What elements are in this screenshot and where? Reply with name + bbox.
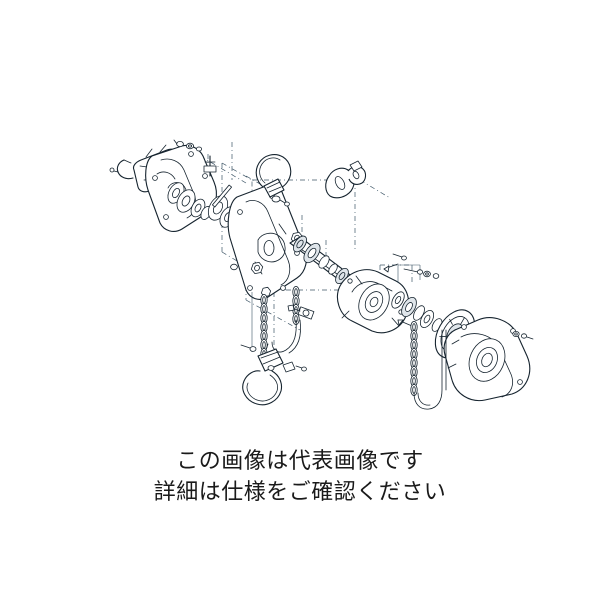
caption-line-1: この画像は代表画像です (176, 449, 424, 474)
load-chain (251, 285, 301, 361)
bolts-far-right (512, 330, 534, 340)
bolts-upper-left (173, 139, 202, 152)
top-hook-assembly (255, 154, 292, 207)
assembly-arrows (383, 263, 421, 327)
representative-image-caption: この画像は代表画像です 詳細は仕様をご確認ください (0, 446, 600, 508)
load-sheave (336, 269, 410, 334)
brake-disc-set (167, 182, 212, 220)
small-loose-parts (203, 155, 315, 320)
bottom-hook-assembly (240, 343, 307, 406)
chain-link-connector (325, 160, 367, 199)
hand-chain (410, 320, 447, 410)
gear-housing-cover (443, 317, 531, 402)
caption-line-2: 詳細は仕様をご確認ください (153, 480, 447, 505)
bolts-right-of-sheave (392, 253, 440, 279)
bearing-stack (391, 291, 443, 332)
